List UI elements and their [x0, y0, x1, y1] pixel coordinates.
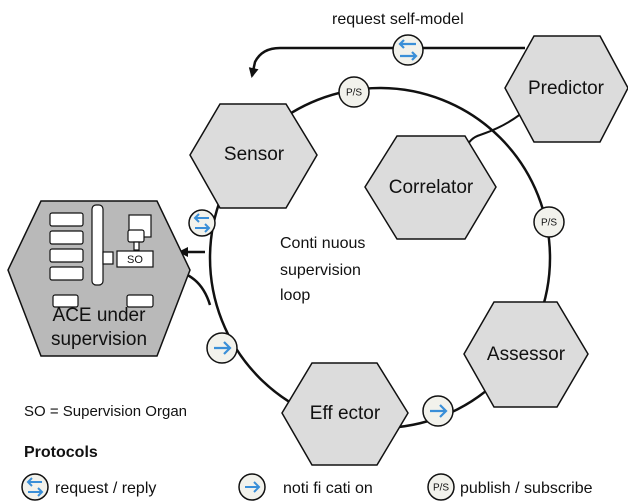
svg-text:P/S: P/S — [541, 218, 557, 229]
request-self-model-label: request self-model — [332, 11, 464, 28]
publish-subscribe-icon: P/S — [533, 206, 565, 238]
predictor-hexagon — [504, 35, 628, 143]
so-definition-note: SO = Supervision Organ — [24, 403, 187, 420]
svg-text:P/S: P/S — [346, 88, 362, 99]
correlator-label: Correlator — [389, 177, 474, 198]
legend-notification-icon — [238, 473, 266, 501]
legend-publish-subscribe-label: publish / subscribe — [460, 480, 593, 497]
legend-heading: Protocols — [24, 444, 98, 461]
legend-notification-label: noti fi cati on — [283, 480, 373, 497]
svg-text:P/S: P/S — [433, 483, 449, 494]
ace-label-line2: supervision — [51, 329, 147, 350]
predictor-label: Predictor — [528, 78, 605, 99]
loop-label-line2: supervision — [280, 262, 361, 279]
effector-label: Eff ector — [310, 403, 381, 424]
legend-publish-subscribe-icon: P/S — [427, 473, 455, 501]
ace-internal-components — [49, 204, 154, 308]
legend-request-reply-icon — [21, 473, 49, 501]
self-model-request-arrow — [248, 46, 525, 78]
correlator-hexagon — [364, 135, 497, 240]
publish-subscribe-icon: P/S — [338, 76, 370, 108]
notification-icon — [422, 395, 454, 427]
assessor-hexagon — [463, 301, 589, 408]
loop-label-line1: Conti nuous — [280, 235, 365, 252]
effector-hexagon — [281, 362, 409, 466]
notification-icon — [206, 332, 238, 364]
loop-label-line3: loop — [280, 287, 310, 304]
request-reply-icon — [188, 209, 216, 237]
sensor-hexagon — [189, 103, 318, 209]
so-label: SO — [127, 254, 143, 266]
assessor-label: Assessor — [487, 344, 566, 365]
legend-request-reply-label: request / reply — [55, 480, 156, 497]
ace-label-line1: ACE under — [53, 305, 147, 326]
request-reply-icon — [392, 34, 424, 66]
sensor-label: Sensor — [224, 144, 285, 165]
